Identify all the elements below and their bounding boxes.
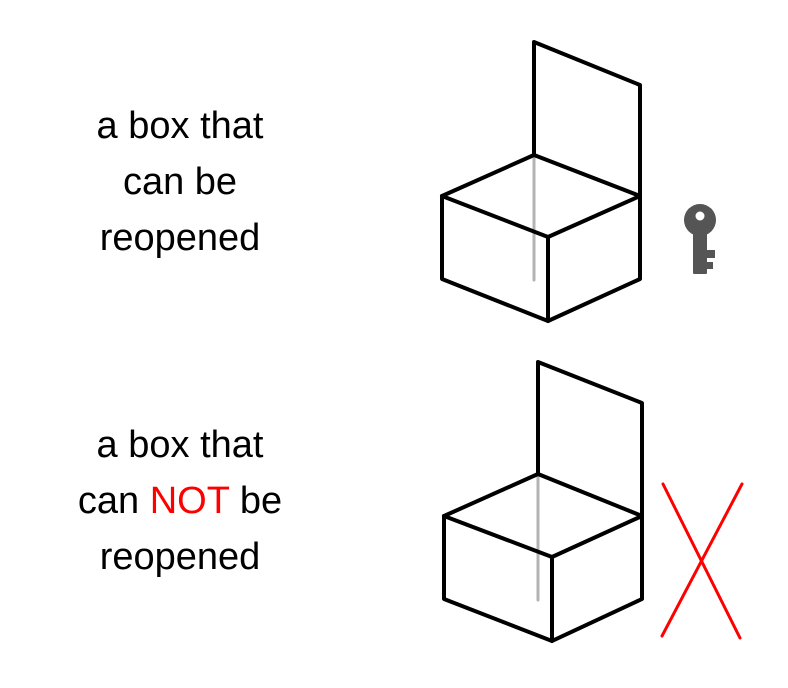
box-front-face bbox=[440, 194, 550, 323]
cross-stroke-2 bbox=[660, 482, 744, 638]
caption-line-1: a box that bbox=[96, 424, 264, 466]
open-box-top bbox=[440, 40, 642, 323]
box-front-face bbox=[442, 514, 554, 643]
box-lid bbox=[536, 360, 644, 518]
caption-line-2: can be bbox=[122, 161, 238, 203]
box-back-rim bbox=[440, 153, 642, 198]
caption-line-3: reopened bbox=[99, 536, 261, 578]
caption-not-reopenable: a box that can NOT be reopened bbox=[30, 417, 330, 585]
box-lid bbox=[532, 40, 642, 198]
caption-line-2-start: can bbox=[77, 480, 150, 522]
caption-line-3: reopened bbox=[99, 217, 261, 259]
box-side-face bbox=[550, 514, 644, 643]
open-box-bottom bbox=[442, 360, 644, 643]
emphasis-not: NOT bbox=[149, 480, 230, 522]
caption-line-2: can NOT be bbox=[30, 473, 330, 529]
caption-reopenable: a box that can be reopened bbox=[30, 98, 330, 266]
cross-mark bbox=[660, 482, 744, 640]
box-side-face bbox=[546, 194, 642, 323]
box-back-rim bbox=[442, 472, 644, 518]
key-icon bbox=[684, 204, 716, 274]
caption-line-2-end: be bbox=[229, 480, 283, 522]
caption-line-1: a box that bbox=[96, 105, 264, 147]
